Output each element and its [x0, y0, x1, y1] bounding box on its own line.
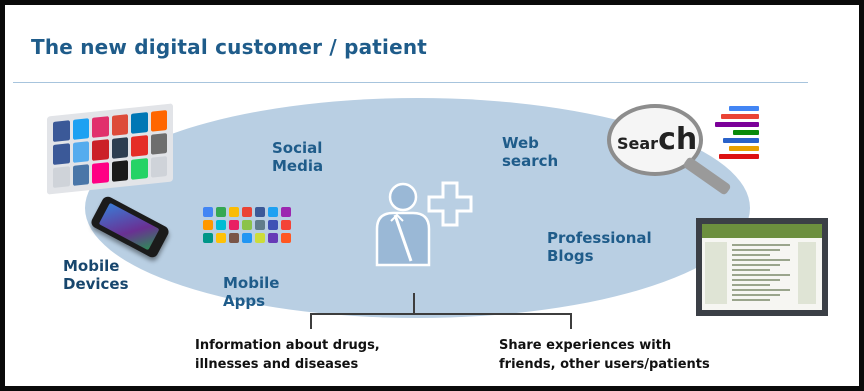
app-icon	[281, 233, 291, 243]
keyboard-key-icon	[53, 166, 70, 188]
keyboard-key-icon	[150, 110, 167, 132]
blog-layout-block	[732, 294, 780, 296]
app-icon	[242, 207, 252, 217]
info-about-drugs-text: Information about drugs, illnesses and d…	[195, 338, 380, 372]
search-engine-logo-icon	[729, 146, 759, 151]
label-mobile-apps: Mobile Apps	[223, 274, 280, 310]
keyboard-key-icon	[53, 143, 70, 165]
title-divider	[13, 82, 808, 83]
search-word-prefix: Sear	[617, 134, 659, 153]
keyboard-key-icon	[72, 118, 89, 140]
blog-layout-block	[732, 244, 790, 246]
app-icon	[281, 207, 291, 217]
app-icon	[242, 220, 252, 230]
keyboard-key-icon	[72, 164, 89, 186]
search-engine-logos	[705, 104, 759, 164]
keyboard-key-icon	[111, 137, 128, 159]
label-mobile-devices: Mobile Devices	[63, 257, 129, 293]
search-engine-logo-icon	[723, 138, 759, 143]
blog-layout-block	[732, 254, 770, 256]
patient-figure-icon	[375, 181, 473, 267]
blog-layout-block	[732, 299, 770, 301]
app-icon	[255, 220, 265, 230]
keyboard-key-icon	[150, 156, 167, 178]
app-icon	[242, 233, 252, 243]
blog-layout-block	[732, 284, 770, 286]
app-icon	[216, 220, 226, 230]
app-icon	[203, 233, 213, 243]
blog-layout-block	[732, 279, 780, 281]
social-media-keyboard-image	[47, 103, 173, 195]
connector-stem	[413, 293, 415, 313]
slide-title: The new digital customer / patient	[31, 35, 428, 59]
search-word: Search	[617, 122, 697, 157]
app-icon	[281, 220, 291, 230]
blog-layout-block	[705, 242, 727, 304]
keyboard-key-icon	[131, 135, 148, 157]
keyboard-key-icon	[53, 120, 70, 142]
connector-left-drop	[310, 313, 312, 329]
app-icon	[255, 233, 265, 243]
blog-layout-block	[732, 264, 780, 266]
blog-layout-block	[798, 242, 816, 304]
keyboard-key-icon	[92, 116, 109, 138]
keyboard-key-icon	[150, 133, 167, 155]
connector-bar	[310, 313, 572, 315]
app-icon	[229, 220, 239, 230]
label-social-media: Social Media	[272, 139, 324, 175]
label-web-search: Web search	[502, 134, 559, 170]
app-icon	[216, 207, 226, 217]
search-engine-logo-icon	[715, 122, 759, 127]
keyboard-key-icon	[131, 112, 148, 134]
share-experiences-text: Share experiences with friends, other us…	[499, 338, 710, 372]
blog-layout-block	[732, 269, 770, 271]
blog-layout-block	[732, 249, 780, 251]
label-professional-blogs: Professional Blogs	[547, 229, 652, 265]
app-icon	[268, 220, 278, 230]
search-magnifier-image: Search	[603, 100, 763, 200]
keyboard-key-icon	[92, 139, 109, 161]
person-silhouette-icon	[375, 182, 431, 267]
search-engine-logo-icon	[721, 114, 759, 119]
professional-blog-screenshot-image	[696, 218, 828, 316]
app-icon	[203, 220, 213, 230]
medical-cross-icon	[427, 181, 473, 227]
keyboard-key-icon	[131, 158, 148, 180]
app-icon	[268, 207, 278, 217]
app-icon	[255, 207, 265, 217]
search-engine-logo-icon	[733, 130, 759, 135]
app-icon	[229, 207, 239, 217]
keyboard-key-icon	[111, 114, 128, 136]
keyboard-key-icon	[92, 162, 109, 184]
blog-page	[702, 224, 822, 310]
app-icon	[216, 233, 226, 243]
app-icon	[268, 233, 278, 243]
search-engine-logo-icon	[729, 106, 759, 111]
blog-layout-block	[732, 274, 790, 276]
search-word-suffix: ch	[658, 122, 698, 157]
blog-header-bar	[702, 224, 822, 238]
connector-right-drop	[570, 313, 572, 329]
blog-layout-block	[732, 289, 790, 291]
search-engine-logo-icon	[719, 154, 759, 159]
blog-layout-block	[732, 259, 790, 261]
keyboard-key-icon	[111, 160, 128, 182]
keyboard-key-icon	[72, 141, 89, 163]
mobile-apps-icons-image	[203, 207, 293, 263]
app-icon	[203, 207, 213, 217]
app-icon	[229, 233, 239, 243]
